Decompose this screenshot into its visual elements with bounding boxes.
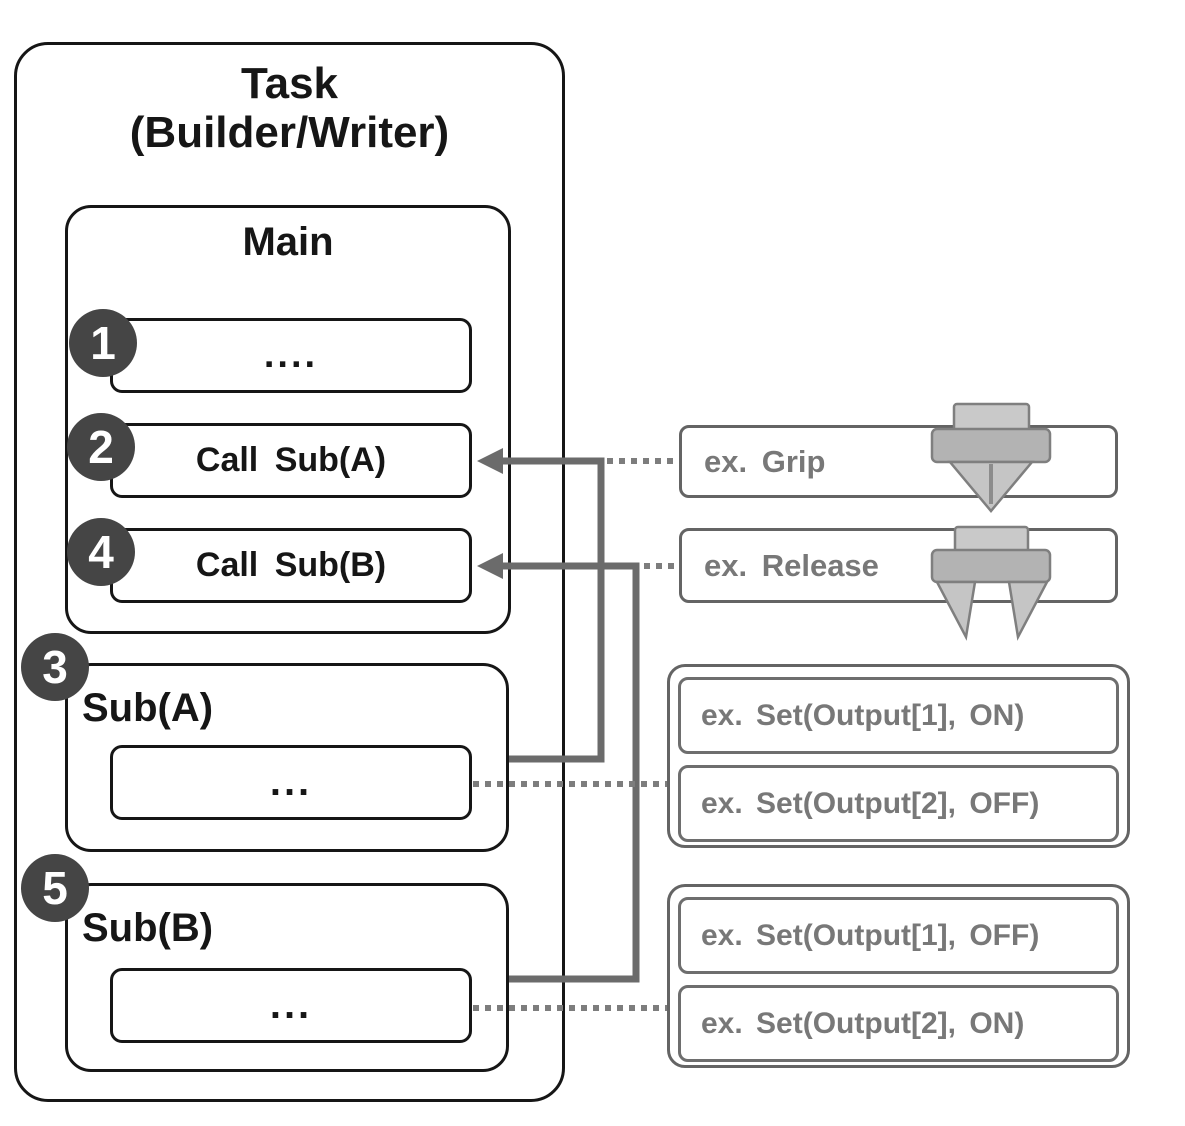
sub-a-routine-box: Sub(A) ... [65, 663, 509, 852]
gripper-open-icon [930, 525, 1052, 641]
sub-a-examples-group: ex. Set(Output[1], ON) ex. Set(Output[2]… [667, 664, 1130, 848]
task-title: Task (Builder/Writer) [17, 59, 562, 157]
call-sub-a-label: Call Sub(A) [195, 441, 387, 479]
main-routine-box: Main .... Call Sub(A) Call Sub(B) [65, 205, 511, 634]
task-builder-writer-box: Task (Builder/Writer) Main .... Call Sub… [14, 42, 565, 1102]
sub-b-example-1-box: ex. Set(Output[1], OFF) [678, 897, 1119, 974]
main-step-placeholder-box: .... [110, 318, 472, 393]
sub-a-example-1-box: ex. Set(Output[1], ON) [678, 677, 1119, 754]
sub-b-routine-box: Sub(B) ... [65, 883, 509, 1072]
sub-b-examples-group: ex. Set(Output[1], OFF) ex. Set(Output[2… [667, 884, 1130, 1068]
sub-a-example-2-box: ex. Set(Output[2], OFF) [678, 765, 1119, 842]
grip-annotation-label: ex. Grip [704, 443, 826, 479]
sub-b-body-box: ... [110, 968, 472, 1043]
release-annotation-label: ex. Release [704, 547, 879, 583]
sub-b-example-1-label: ex. Set(Output[1], OFF) [701, 918, 1040, 952]
step-badge-5: 5 [21, 854, 89, 922]
step-badge-4: 4 [67, 518, 135, 586]
call-sub-b-box: Call Sub(B) [110, 528, 472, 603]
step-badge-2: 2 [67, 413, 135, 481]
sub-b-example-2-label: ex. Set(Output[2], ON) [701, 1006, 1025, 1040]
sub-a-example-1-label: ex. Set(Output[1], ON) [701, 698, 1025, 732]
step-badge-3: 3 [21, 633, 89, 701]
main-step-placeholder-label: .... [263, 334, 319, 376]
sub-b-example-2-box: ex. Set(Output[2], ON) [678, 985, 1119, 1062]
step-badge-1: 1 [69, 309, 137, 377]
call-sub-b-label: Call Sub(B) [195, 546, 387, 584]
sub-a-label: Sub(A) [82, 686, 214, 730]
task-title-line1: Task [240, 59, 339, 108]
gripper-closed-icon [930, 402, 1052, 513]
sub-a-example-2-label: ex. Set(Output[2], OFF) [701, 786, 1040, 820]
sub-b-body-text: ... [269, 983, 313, 1027]
call-sub-a-box: Call Sub(A) [110, 423, 472, 498]
task-title-line2: (Builder/Writer) [129, 108, 450, 157]
main-routine-label: Main [242, 220, 334, 264]
sub-a-body-box: ... [110, 745, 472, 820]
sub-a-body-text: ... [269, 760, 313, 804]
sub-b-label: Sub(B) [82, 906, 214, 950]
